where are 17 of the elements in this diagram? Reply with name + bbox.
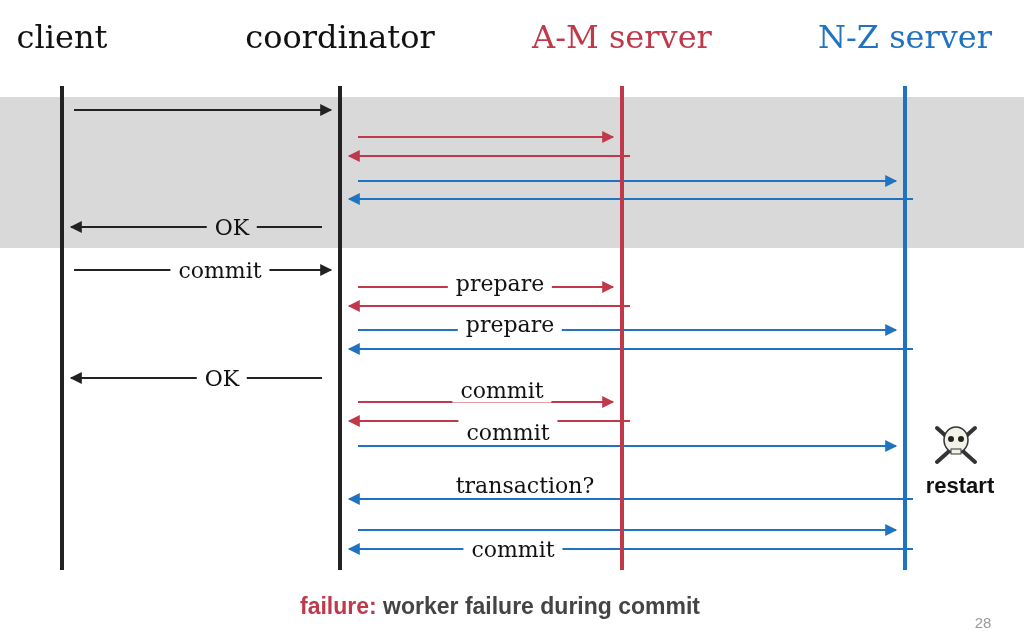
message-arrow [357, 175, 898, 187]
page-number: 28 [974, 613, 992, 631]
message-arrow [347, 300, 631, 312]
message-arrow [347, 343, 914, 355]
message-arrow [347, 493, 914, 505]
lifeline-title: A-M server [532, 18, 712, 56]
lifeline-title: client [16, 18, 108, 56]
message-arrow [357, 131, 615, 143]
caption: failure: worker failure during commit [300, 592, 700, 620]
message-arrow [73, 104, 333, 116]
status-text: restart [925, 473, 995, 499]
lifeline-title: N-Z server [817, 18, 993, 56]
lifeline-title: coordinator [245, 18, 435, 56]
message-arrow [347, 193, 914, 205]
message-arrow [347, 150, 631, 162]
message-arrow [357, 524, 898, 536]
message-arrow [357, 440, 898, 452]
